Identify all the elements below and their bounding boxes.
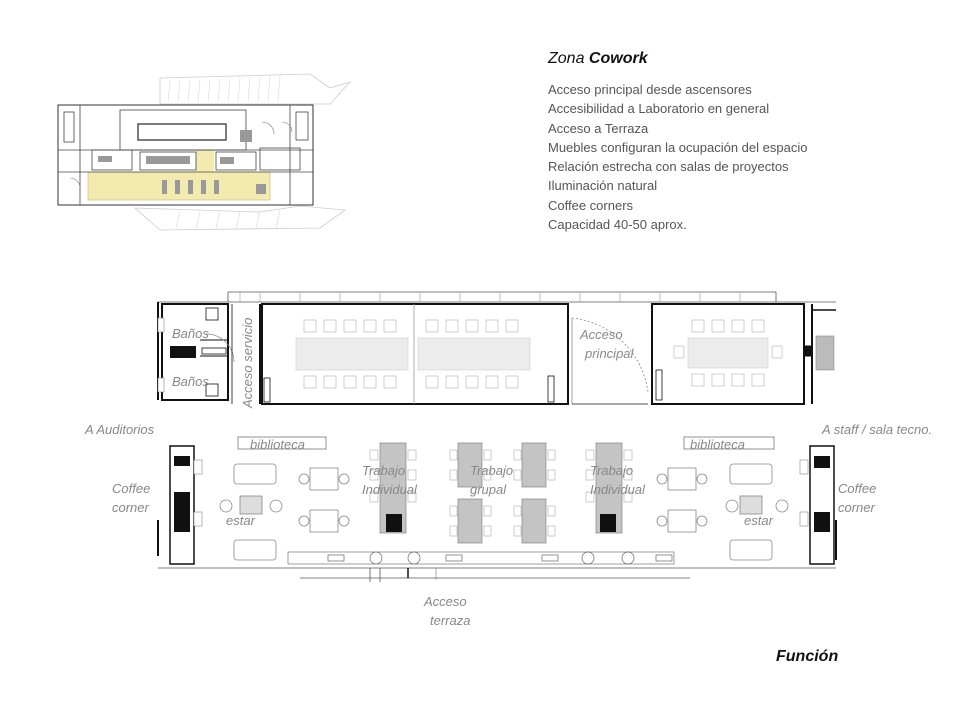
- label-estar-left: estar: [226, 513, 256, 528]
- feature-item: Coffee corners: [548, 197, 634, 213]
- project-room-large: [261, 303, 569, 405]
- service-corridor: [231, 304, 261, 404]
- page-title: Zona Cowork: [548, 50, 648, 68]
- footer-label: Función: [776, 648, 839, 665]
- label-biblioteca-right: biblioteca: [690, 437, 745, 452]
- exterior-lines: [158, 291, 836, 582]
- restroom-block: [157, 302, 235, 401]
- label-trabajo-grupal-1: Trabajo: [470, 463, 513, 478]
- label-banos-top: Baños: [172, 326, 209, 341]
- label-trabajo-individual-right-1: Trabajo: [590, 463, 633, 478]
- facade-mullions: [239, 292, 741, 302]
- label-acceso-terraza-2: terraza: [430, 613, 470, 628]
- project-room-small: [651, 303, 805, 405]
- feature-item: Acceso a Terraza: [548, 120, 649, 136]
- label-coffee-left-2: corner: [112, 500, 150, 515]
- group-work-tables: [449, 442, 556, 544]
- lounge-furniture: [219, 463, 789, 561]
- label-acceso-terraza-1: Acceso: [423, 594, 467, 609]
- label-trabajo-individual-left-2: Individual: [362, 482, 418, 497]
- title-prefix: Zona: [548, 50, 589, 67]
- library-shelf-right: [683, 436, 775, 450]
- label-trabajo-individual-right-2: Individual: [590, 482, 646, 497]
- cafe-tables: [298, 467, 708, 533]
- label-coffee-right-2: corner: [838, 500, 876, 515]
- individual-desks: [369, 442, 633, 534]
- feature-item: Acceso principal desde ascensores: [548, 82, 752, 97]
- feature-item: Accesibilidad a Laboratorio en general: [548, 101, 770, 117]
- key-plan-cowork-highlight: [87, 171, 271, 201]
- label-acceso-servicio: Acceso servicio: [240, 318, 255, 409]
- label-coffee-left-1: Coffee: [112, 481, 150, 496]
- label-trabajo-grupal-2: grupal: [470, 482, 507, 497]
- label-acceso-principal-1: Acceso: [579, 327, 623, 342]
- label-estar-right: estar: [744, 513, 774, 528]
- terrace-bench: [287, 551, 675, 580]
- feature-list: Acceso principal desde ascensores Accesi…: [548, 80, 807, 234]
- label-a-auditorios: A Auditorios: [84, 422, 155, 437]
- feature-item: Muebles configuran la ocupación del espa…: [548, 139, 808, 155]
- label-acceso-principal-2: principal: [584, 346, 635, 361]
- right-service-core: [803, 304, 836, 404]
- right-coffee-fixtures: [799, 445, 837, 565]
- key-plan-furniture: [98, 130, 266, 194]
- title-bold: Cowork: [588, 50, 648, 67]
- label-coffee-right-1: Coffee: [838, 481, 876, 496]
- left-coffee-fixtures: [157, 445, 203, 565]
- label-banos-bottom: Baños: [172, 374, 209, 389]
- key-plan-doors: [69, 121, 293, 189]
- feature-item: Capacidad 40-50 aprox.: [548, 217, 687, 233]
- label-a-staff: A staff / sala tecno.: [821, 422, 932, 437]
- key-plan-highlight-neck: [196, 150, 214, 174]
- feature-item: Relación estrecha con salas de proyectos: [548, 159, 789, 175]
- key-plan-walls: [58, 105, 313, 205]
- library-shelf-left: [237, 436, 327, 450]
- label-trabajo-individual-left-1: Trabajo: [362, 463, 405, 478]
- main-entrance-door: [571, 317, 649, 405]
- feature-item: Iluminación natural: [548, 178, 658, 194]
- label-biblioteca-left: biblioteca: [250, 437, 305, 452]
- key-plan-hatching: [167, 75, 281, 229]
